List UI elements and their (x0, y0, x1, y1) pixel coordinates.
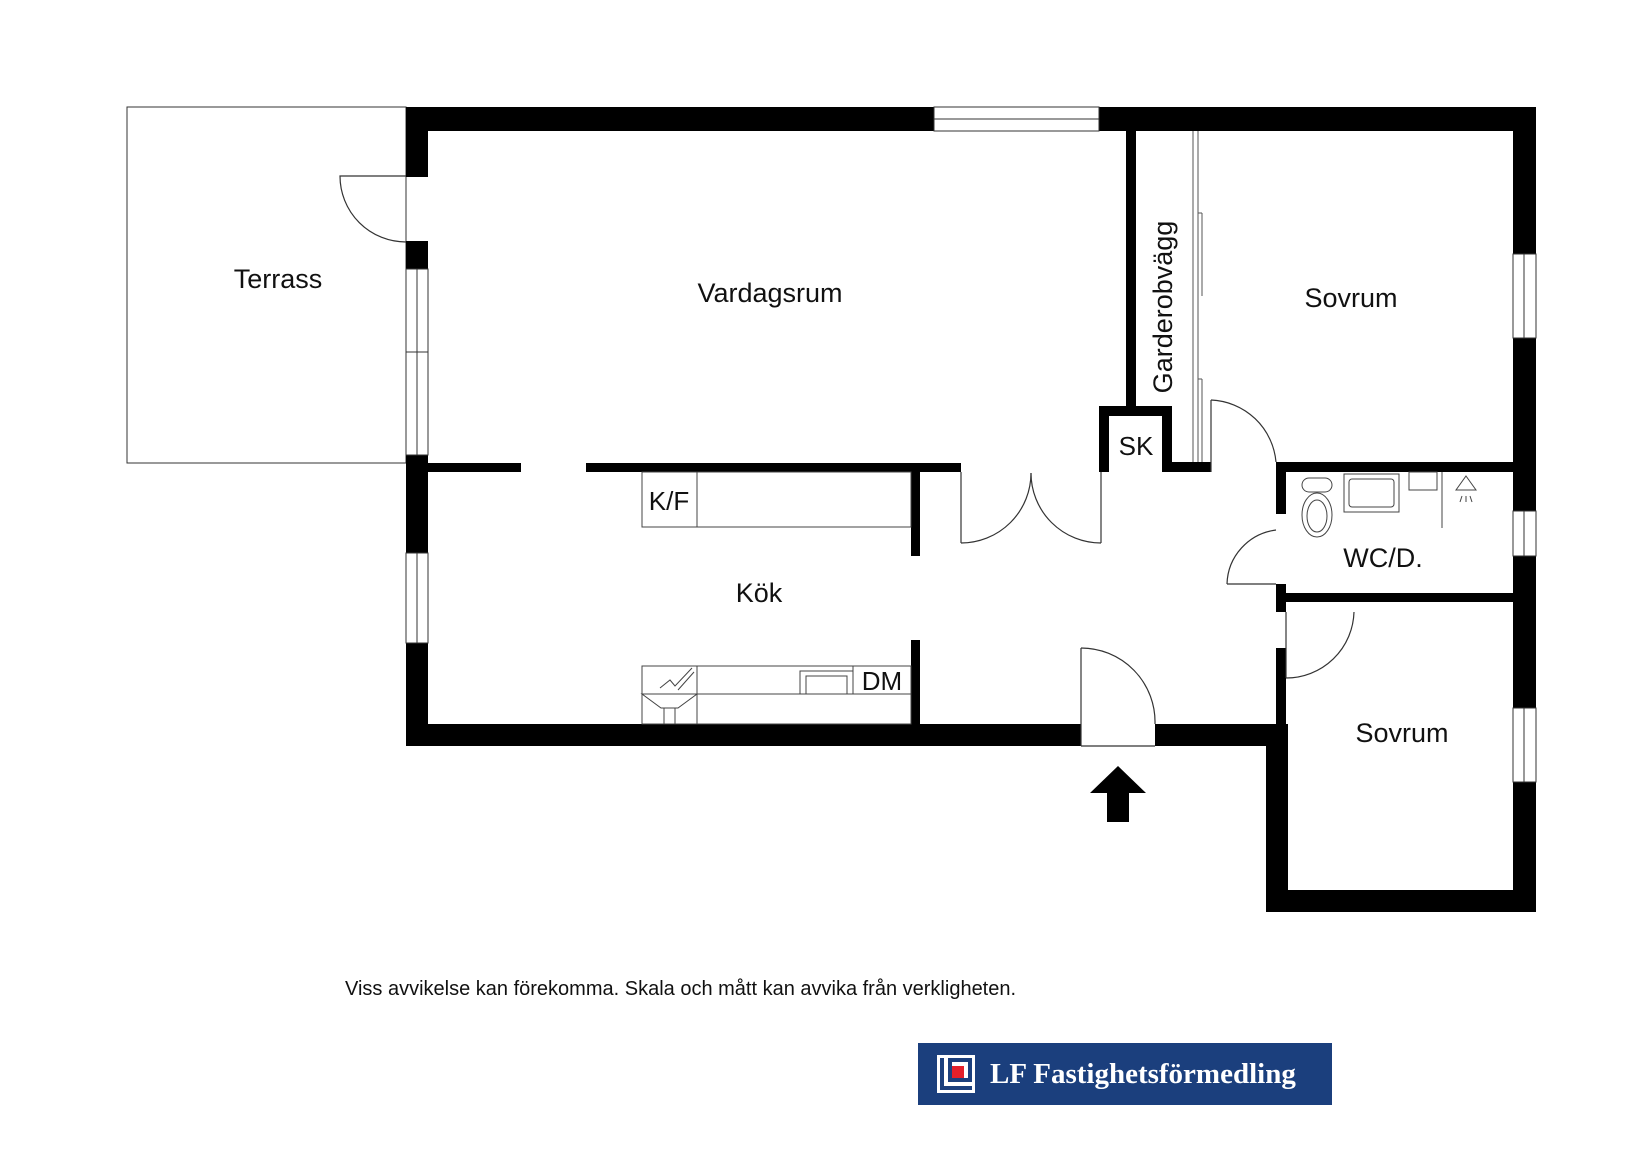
logo-text: LF Fastighetsförmedling (990, 1057, 1296, 1090)
toilet-icon (1301, 477, 1333, 538)
living-room-label: Vardagsrum (697, 278, 842, 308)
shower-icon (1455, 475, 1477, 503)
company-logo: LF Fastighetsförmedling (918, 1043, 1332, 1105)
stove-icon (799, 670, 854, 695)
kitchen-label: Kök (736, 578, 783, 608)
closet-label: SK (1119, 431, 1154, 461)
dishwasher-label: DM (862, 666, 902, 696)
terrace-label: Terrass (234, 264, 323, 294)
kitchen-fittings (640, 471, 912, 725)
kitchen-sink-icon (640, 667, 699, 725)
bedroom-1-label: Sovrum (1304, 283, 1397, 313)
walls (406, 107, 1536, 912)
doors (960, 399, 1355, 747)
entrance-arrow-icon (1090, 766, 1146, 822)
wardrobe-doors (1192, 131, 1203, 462)
windows (405, 106, 1537, 783)
bedroom-2-label: Sovrum (1355, 718, 1448, 748)
disclaimer-text: Viss avvikelse kan förekomma. Skala och … (345, 978, 1017, 1000)
wardrobe-wall-label: Garderobvägg (1148, 221, 1178, 394)
terrace-door (339, 175, 407, 243)
wc-shower-label: WC/D. (1343, 543, 1422, 573)
company-logo-icon (937, 1055, 975, 1093)
bathroom-fittings (1301, 471, 1477, 538)
sink-icon (1343, 473, 1400, 513)
fridge-freezer-label: K/F (649, 486, 689, 516)
